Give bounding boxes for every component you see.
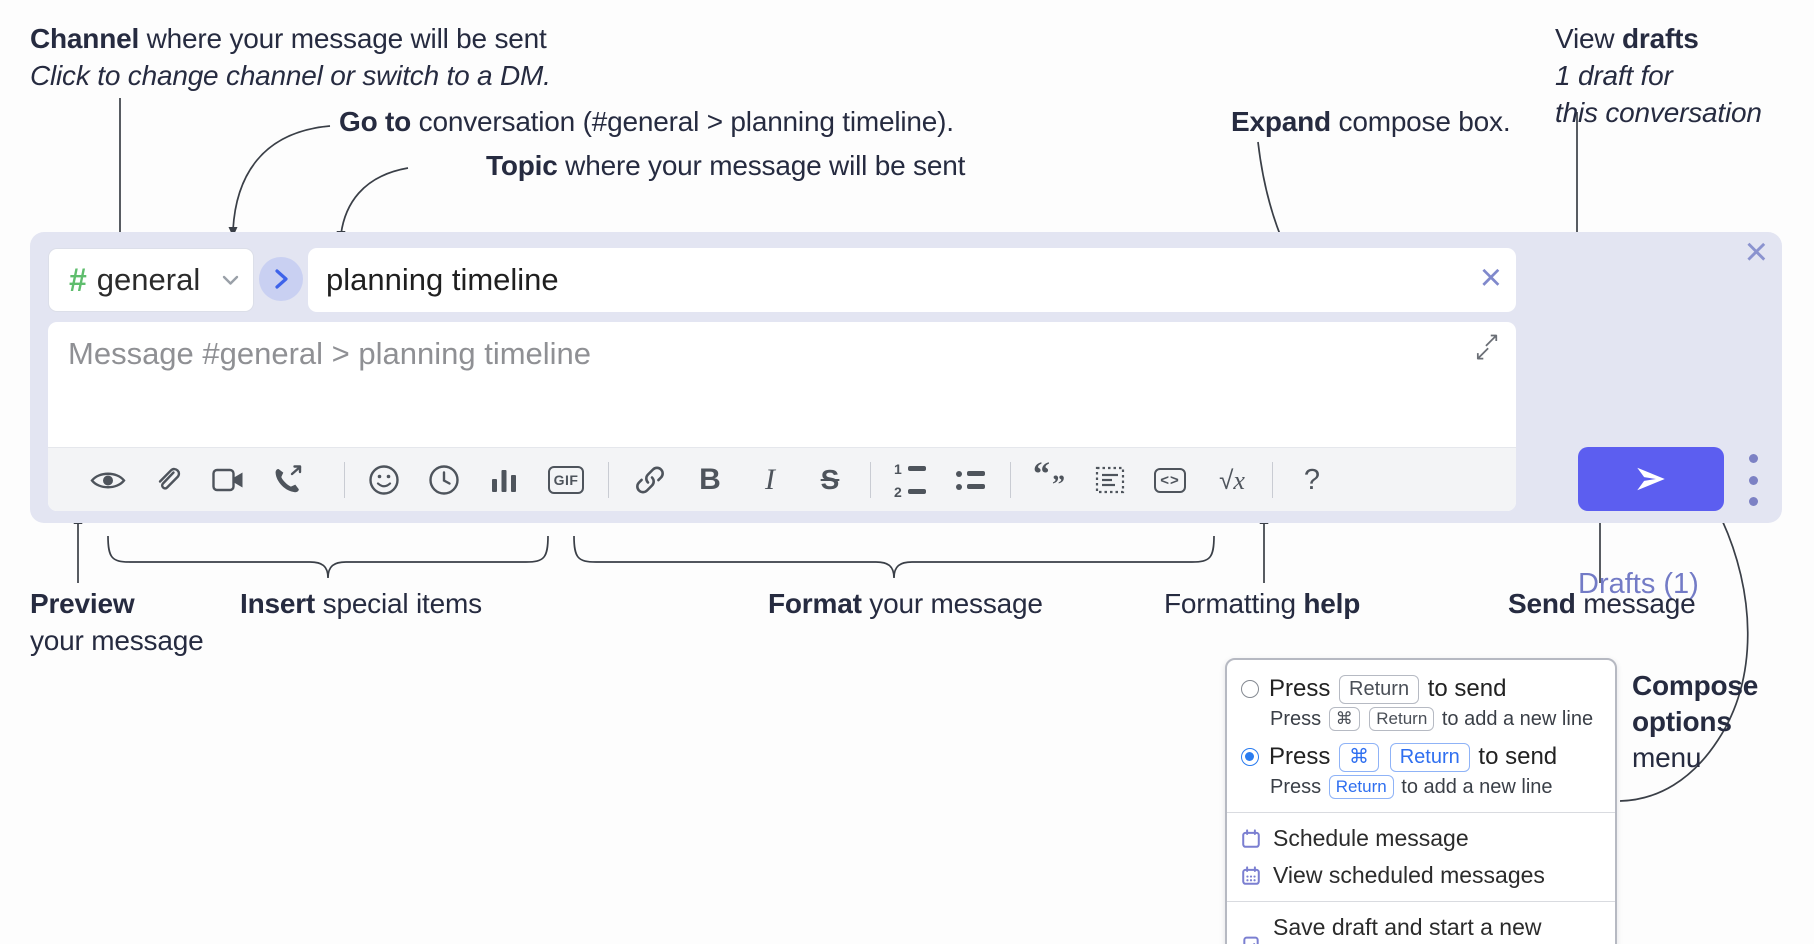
cmd-keycap: ⌘	[1339, 743, 1380, 772]
quote-icon[interactable]: “”	[1033, 456, 1067, 499]
formatting-help-icon[interactable]: ?	[1303, 463, 1321, 496]
preview-annotation: Preview your message	[30, 588, 204, 656]
send-option-cmd-return[interactable]: Press ⌘ Return to send Press Return to a…	[1241, 741, 1601, 801]
formatting-help-annotation: Formatting help	[1164, 588, 1361, 619]
code-icon[interactable]: <>	[1144, 448, 1196, 512]
insert-brace	[107, 535, 549, 579]
channel-name: general	[96, 262, 201, 297]
strikethrough-icon[interactable]: S	[820, 464, 840, 495]
menu-divider	[1227, 901, 1615, 902]
toolbar-divider	[1010, 462, 1011, 498]
compose-options-menu: Press Return to send Press ⌘ Return to a…	[1225, 658, 1617, 944]
paperclip-attach-icon[interactable]	[142, 448, 194, 512]
expand-annotation: Expand compose box.	[1231, 106, 1511, 137]
clock-schedule-icon[interactable]	[418, 448, 470, 512]
link-icon[interactable]	[624, 448, 676, 512]
message-box: ↗ ↙	[48, 322, 1516, 511]
goto-annotation: Go to conversation (#general > planning …	[339, 106, 954, 137]
math-icon[interactable]: √x	[1219, 464, 1245, 495]
channel-selector[interactable]: # general	[48, 248, 254, 312]
view-drafts-annotation: View drafts 1 draft for this conversatio…	[1555, 23, 1762, 128]
schedule-message-item[interactable]: Schedule message	[1241, 820, 1601, 857]
topic-pointer-line	[340, 167, 409, 235]
return-keycap: Return	[1389, 743, 1470, 772]
topic-input[interactable]	[308, 248, 1516, 312]
clear-topic-icon[interactable]: ×	[1479, 257, 1502, 299]
compose-box: # general × ↗ ↙	[30, 230, 1782, 600]
view-scheduled-messages-item[interactable]: View scheduled messages	[1241, 857, 1601, 894]
drafts-link[interactable]: Drafts (1)	[1578, 568, 1699, 600]
spoiler-icon[interactable]	[1084, 448, 1136, 512]
insert-annotation: Insert special items	[240, 588, 482, 619]
message-input[interactable]	[48, 322, 1516, 444]
compose-options-annotation: Compose options menu	[1632, 670, 1759, 773]
radio-unselected-icon[interactable]	[1241, 680, 1259, 698]
return-keycap: Return	[1339, 675, 1420, 704]
save-draft-item[interactable]: Save draft and start a new message	[1241, 909, 1601, 944]
toolbar-divider	[344, 462, 345, 498]
goto-pointer-line	[232, 125, 331, 231]
calendar-icon	[1242, 828, 1260, 848]
channel-annotation: Channel where your message will be sent …	[30, 23, 551, 91]
return-keycap: Return	[1369, 707, 1435, 731]
cmd-keycap: ⌘	[1328, 707, 1360, 731]
format-brace	[573, 535, 1215, 579]
chevron-down-icon	[222, 275, 239, 285]
toolbar-divider	[1272, 462, 1273, 498]
compose-options-kebab-icon[interactable]	[1743, 454, 1763, 506]
channel-hash-icon: #	[69, 261, 87, 298]
chevron-right-icon	[275, 269, 288, 289]
preview-eye-icon[interactable]	[82, 448, 134, 512]
italic-icon[interactable]: I	[765, 463, 775, 496]
poll-bar-chart-icon[interactable]	[478, 448, 530, 512]
voice-call-icon[interactable]	[262, 448, 314, 512]
radio-selected-icon[interactable]	[1241, 748, 1259, 766]
send-button[interactable]	[1578, 447, 1724, 511]
return-keycap: Return	[1328, 775, 1394, 799]
bulleted-list-icon[interactable]	[944, 448, 996, 512]
bold-icon[interactable]: B	[699, 463, 721, 496]
calendar-dots-icon	[1242, 865, 1260, 885]
send-annotation: Send message	[1508, 588, 1696, 619]
format-annotation: Format your message	[768, 588, 1043, 619]
send-option-return[interactable]: Press Return to send Press ⌘ Return to a…	[1241, 673, 1601, 733]
toolbar-divider	[870, 462, 871, 498]
numbered-list-icon[interactable]: 1 2	[884, 448, 936, 512]
emoji-icon[interactable]	[358, 448, 410, 512]
topic-field: ×	[308, 248, 1516, 312]
gif-icon[interactable]: GIF	[540, 448, 592, 512]
menu-divider	[1227, 812, 1615, 813]
go-to-conversation-button[interactable]	[259, 257, 303, 301]
close-compose-icon[interactable]: ×	[1744, 230, 1768, 274]
compose-toolbar: GIF B I S 1 2	[48, 447, 1516, 511]
expand-compose-icon[interactable]: ↗ ↙	[1474, 329, 1500, 365]
topic-annotation: Topic where your message will be sent	[486, 150, 966, 181]
draft-check-icon	[1243, 936, 1259, 944]
video-call-icon[interactable]	[202, 448, 254, 512]
toolbar-divider	[608, 462, 609, 498]
send-icon	[1637, 467, 1665, 491]
